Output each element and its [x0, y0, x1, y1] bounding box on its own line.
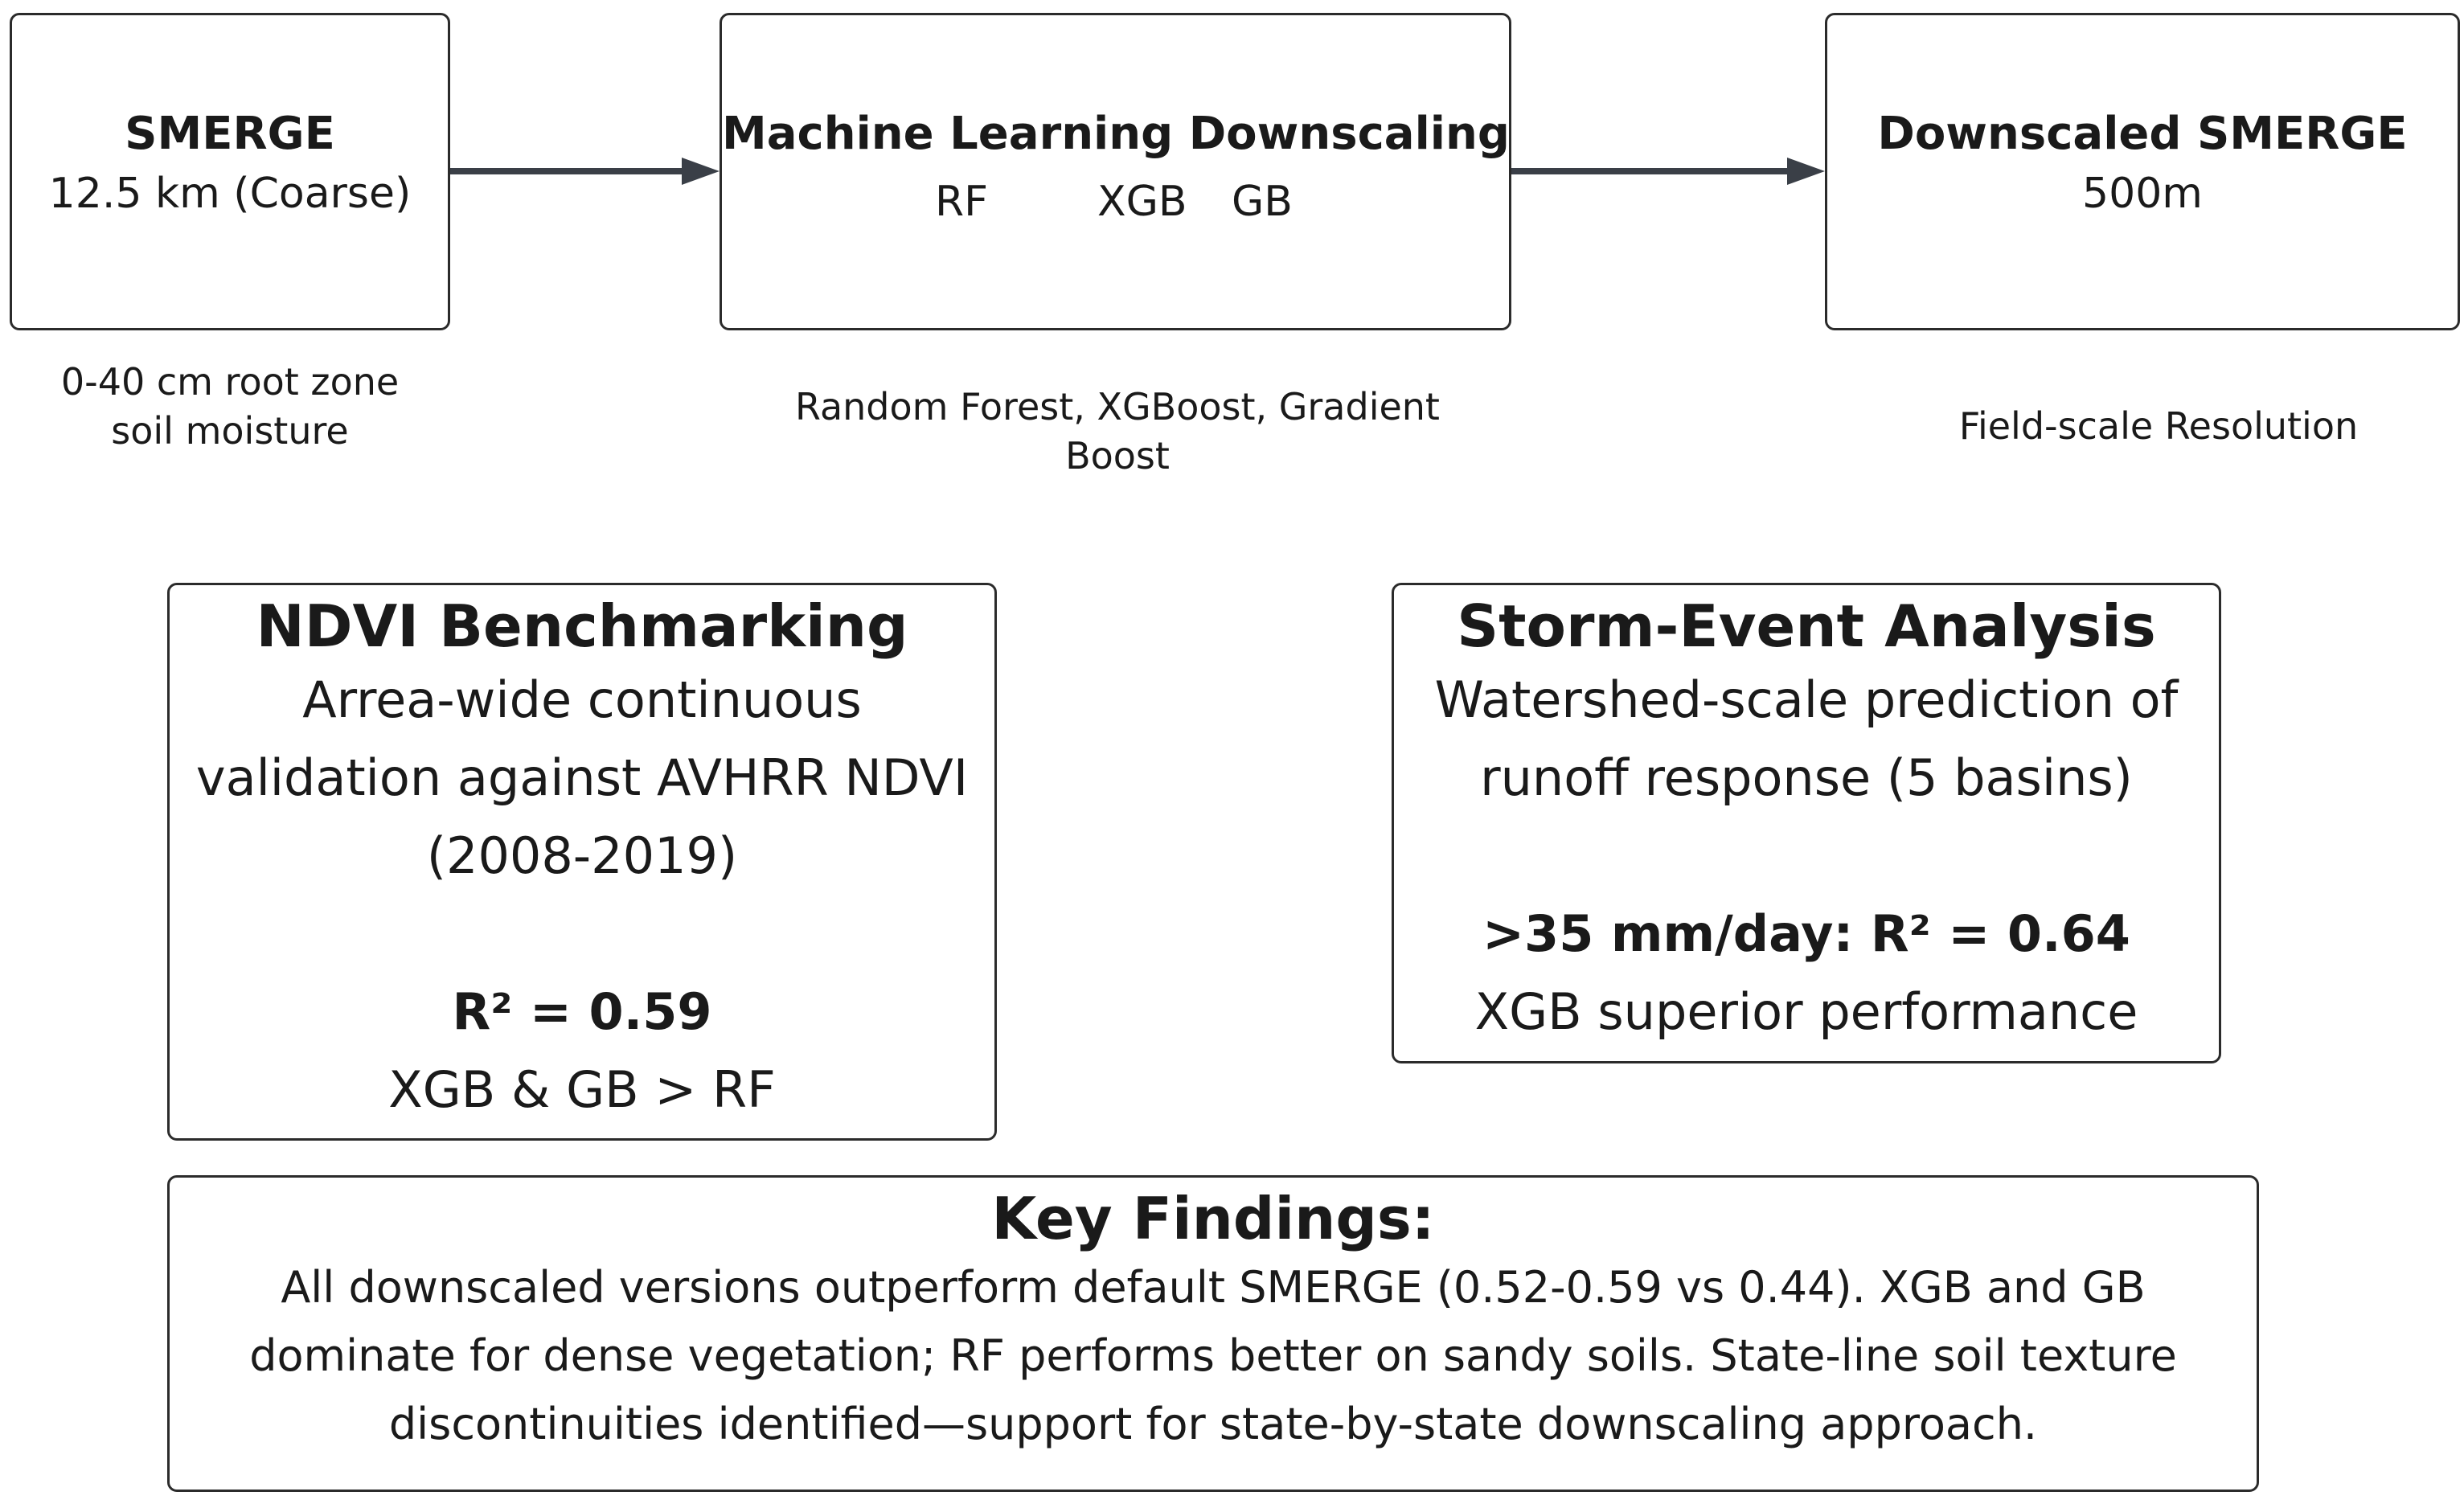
ndvi-note: XGB & GB > RF [388, 1060, 776, 1120]
findings-title: Key Findings: [991, 1185, 1435, 1252]
ml-caption: Random Forest, XGBoost, Gradient Boost [795, 385, 1440, 477]
storm-note: XGB superior performance [1474, 982, 2138, 1042]
downscaled-title: Downscaled SMERGE [1877, 108, 2408, 160]
model-gb: GB [1232, 178, 1293, 226]
storm-title: Storm-Event Analysis [1457, 592, 2156, 660]
model-xgb: XGB [1097, 178, 1187, 226]
downscaled-resolution: 500m [2082, 170, 2203, 219]
arrow-ml-to-output [1511, 158, 1825, 185]
ndvi-title: NDVI Benchmarking [256, 592, 908, 660]
arrow-smerge-to-ml [450, 158, 720, 185]
findings-text: All downscaled versions outperform defau… [249, 1262, 2177, 1450]
storm-description: Watershed-scale prediction of runoff res… [1434, 670, 2179, 808]
ndvi-benchmarking-box: NDVI Benchmarking Arrea-wide continuous … [167, 583, 997, 1141]
smerge-box: SMERGE 12.5 km (Coarse) [10, 13, 450, 330]
output-caption: Field-scale Resolution [1958, 404, 2359, 448]
model-rf: RF [935, 178, 989, 226]
key-findings-box: Key Findings: All downscaled versions ou… [167, 1175, 2259, 1492]
downscaled-smerge-box: Downscaled SMERGE 500m [1825, 13, 2460, 330]
ml-title: Machine Learning Downscaling [722, 108, 1510, 160]
ml-downscaling-box: Machine Learning Downscaling [720, 13, 1511, 330]
ndvi-r2: R² = 0.59 [452, 982, 712, 1042]
storm-r2: >35 mm/day: R² = 0.64 [1482, 904, 2130, 964]
ndvi-description: Arrea-wide continuous validation against… [195, 670, 969, 886]
smerge-title: SMERGE [125, 108, 335, 160]
storm-event-box: Storm-Event Analysis Watershed-scale pre… [1392, 583, 2221, 1063]
smerge-resolution: 12.5 km (Coarse) [48, 170, 412, 219]
smerge-caption: 0-40 cm root zone soil moisture [60, 360, 400, 453]
